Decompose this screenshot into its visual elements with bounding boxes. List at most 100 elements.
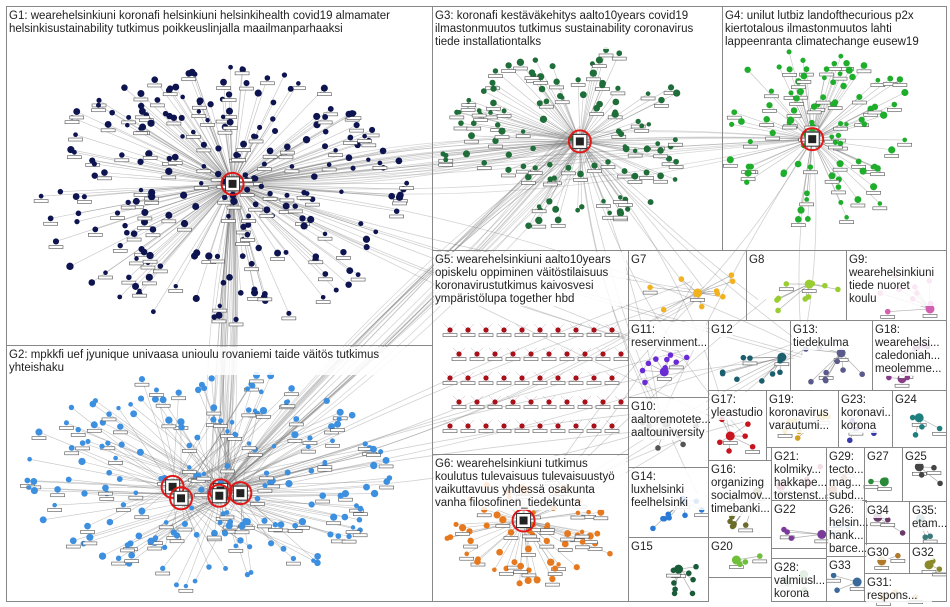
node-g1[interactable]: [91, 161, 97, 167]
node-g3[interactable]: [536, 204, 542, 209]
node-g1[interactable]: [321, 143, 329, 150]
node-g1[interactable]: [137, 288, 142, 294]
node-g3[interactable]: [470, 120, 477, 127]
node-g3[interactable]: [635, 118, 641, 125]
node-g15[interactable]: [689, 590, 696, 597]
node-g5[interactable]: [546, 351, 552, 357]
node-g1[interactable]: [363, 244, 370, 251]
node-g6[interactable]: [579, 529, 585, 535]
node-g2[interactable]: [217, 418, 224, 424]
node-g3[interactable]: [647, 199, 654, 206]
node-g2[interactable]: [308, 467, 315, 474]
node-g1[interactable]: [96, 97, 102, 103]
node-g4[interactable]: [766, 102, 773, 109]
node-g5[interactable]: [555, 375, 561, 381]
node-g2[interactable]: [280, 545, 287, 552]
node-g3[interactable]: [672, 177, 678, 182]
node-g5[interactable]: [501, 423, 507, 429]
node-g2[interactable]: [225, 522, 233, 530]
node-g5[interactable]: [591, 327, 597, 333]
node-g2[interactable]: [370, 461, 378, 470]
node-g1[interactable]: [147, 119, 155, 127]
node-g1[interactable]: [350, 165, 356, 171]
node-g1[interactable]: [267, 190, 273, 197]
node-g4[interactable]: [870, 183, 878, 191]
node-g8[interactable]: [835, 286, 841, 293]
node-g1[interactable]: [148, 192, 156, 201]
node-g1[interactable]: [299, 215, 306, 222]
node-g2[interactable]: [292, 522, 299, 529]
node-g23[interactable]: [846, 437, 853, 444]
node-g12[interactable]: [747, 355, 753, 361]
node-g5[interactable]: [600, 399, 606, 405]
node-g3[interactable]: [645, 91, 651, 96]
node-g1[interactable]: [246, 213, 252, 219]
node-g1[interactable]: [266, 147, 274, 155]
node-g4[interactable]: [763, 116, 771, 123]
node-g11[interactable]: [683, 354, 690, 361]
node-g3[interactable]: [505, 151, 512, 158]
node-g3[interactable]: [505, 62, 512, 69]
node-g1[interactable]: [226, 107, 233, 115]
node-g1[interactable]: [287, 85, 294, 92]
node-g1[interactable]: [230, 197, 238, 206]
node-g2[interactable]: [263, 470, 270, 476]
node-g11[interactable]: [662, 365, 668, 371]
node-g5[interactable]: [447, 375, 453, 381]
node-g1[interactable]: [322, 114, 329, 120]
node-g2[interactable]: [173, 532, 181, 539]
node-g3[interactable]: [616, 208, 624, 216]
node-g5[interactable]: [483, 327, 489, 333]
node-g3[interactable]: [462, 150, 470, 158]
node-g1[interactable]: [220, 78, 227, 86]
node-g2[interactable]: [65, 476, 72, 483]
node-g13[interactable]: [834, 358, 841, 365]
node-g2[interactable]: [322, 459, 328, 465]
node-g3[interactable]: [611, 110, 619, 118]
node-g1[interactable]: [264, 75, 271, 81]
node-g3[interactable]: [621, 168, 628, 175]
node-g6[interactable]: [458, 524, 467, 532]
node-g1[interactable]: [333, 148, 338, 153]
node-g2[interactable]: [259, 406, 268, 415]
node-g14[interactable]: [661, 515, 668, 522]
node-g5[interactable]: [573, 327, 579, 333]
node-g1[interactable]: [284, 192, 290, 198]
node-g1[interactable]: [198, 181, 204, 186]
node-g1[interactable]: [311, 173, 318, 180]
node-g3[interactable]: [468, 132, 475, 140]
node-g35[interactable]: [927, 533, 933, 540]
node-g6[interactable]: [594, 530, 601, 537]
node-g2[interactable]: [254, 495, 261, 502]
node-g2[interactable]: [382, 456, 390, 464]
node-g3[interactable]: [528, 69, 536, 76]
node-g2[interactable]: [187, 465, 192, 470]
node-g1[interactable]: [258, 183, 265, 190]
node-g3[interactable]: [546, 198, 553, 205]
node-g2[interactable]: [163, 520, 169, 525]
node-g2[interactable]: [194, 386, 202, 394]
node-g4[interactable]: [800, 72, 808, 80]
node-g3[interactable]: [607, 210, 612, 216]
node-g2[interactable]: [356, 517, 363, 523]
node-g6[interactable]: [516, 580, 523, 587]
node-g2[interactable]: [211, 529, 217, 536]
node-g4[interactable]: [891, 101, 898, 108]
node-g5[interactable]: [600, 351, 606, 357]
node-g1[interactable]: [228, 64, 233, 70]
node-g10[interactable]: [680, 441, 686, 448]
node-g1[interactable]: [388, 192, 396, 200]
node-g2[interactable]: [307, 435, 313, 441]
node-g12[interactable]: [759, 378, 765, 384]
node-g2[interactable]: [293, 416, 300, 422]
node-g2[interactable]: [177, 418, 185, 426]
node-g15[interactable]: [690, 576, 696, 583]
node-g4[interactable]: [794, 216, 802, 223]
node-g3[interactable]: [601, 198, 606, 204]
node-g2[interactable]: [69, 537, 77, 545]
node-g2[interactable]: [189, 505, 195, 511]
node-g2[interactable]: [268, 540, 275, 547]
node-g3[interactable]: [525, 222, 532, 229]
node-g5[interactable]: [483, 375, 489, 381]
node-g17[interactable]: [742, 433, 748, 439]
